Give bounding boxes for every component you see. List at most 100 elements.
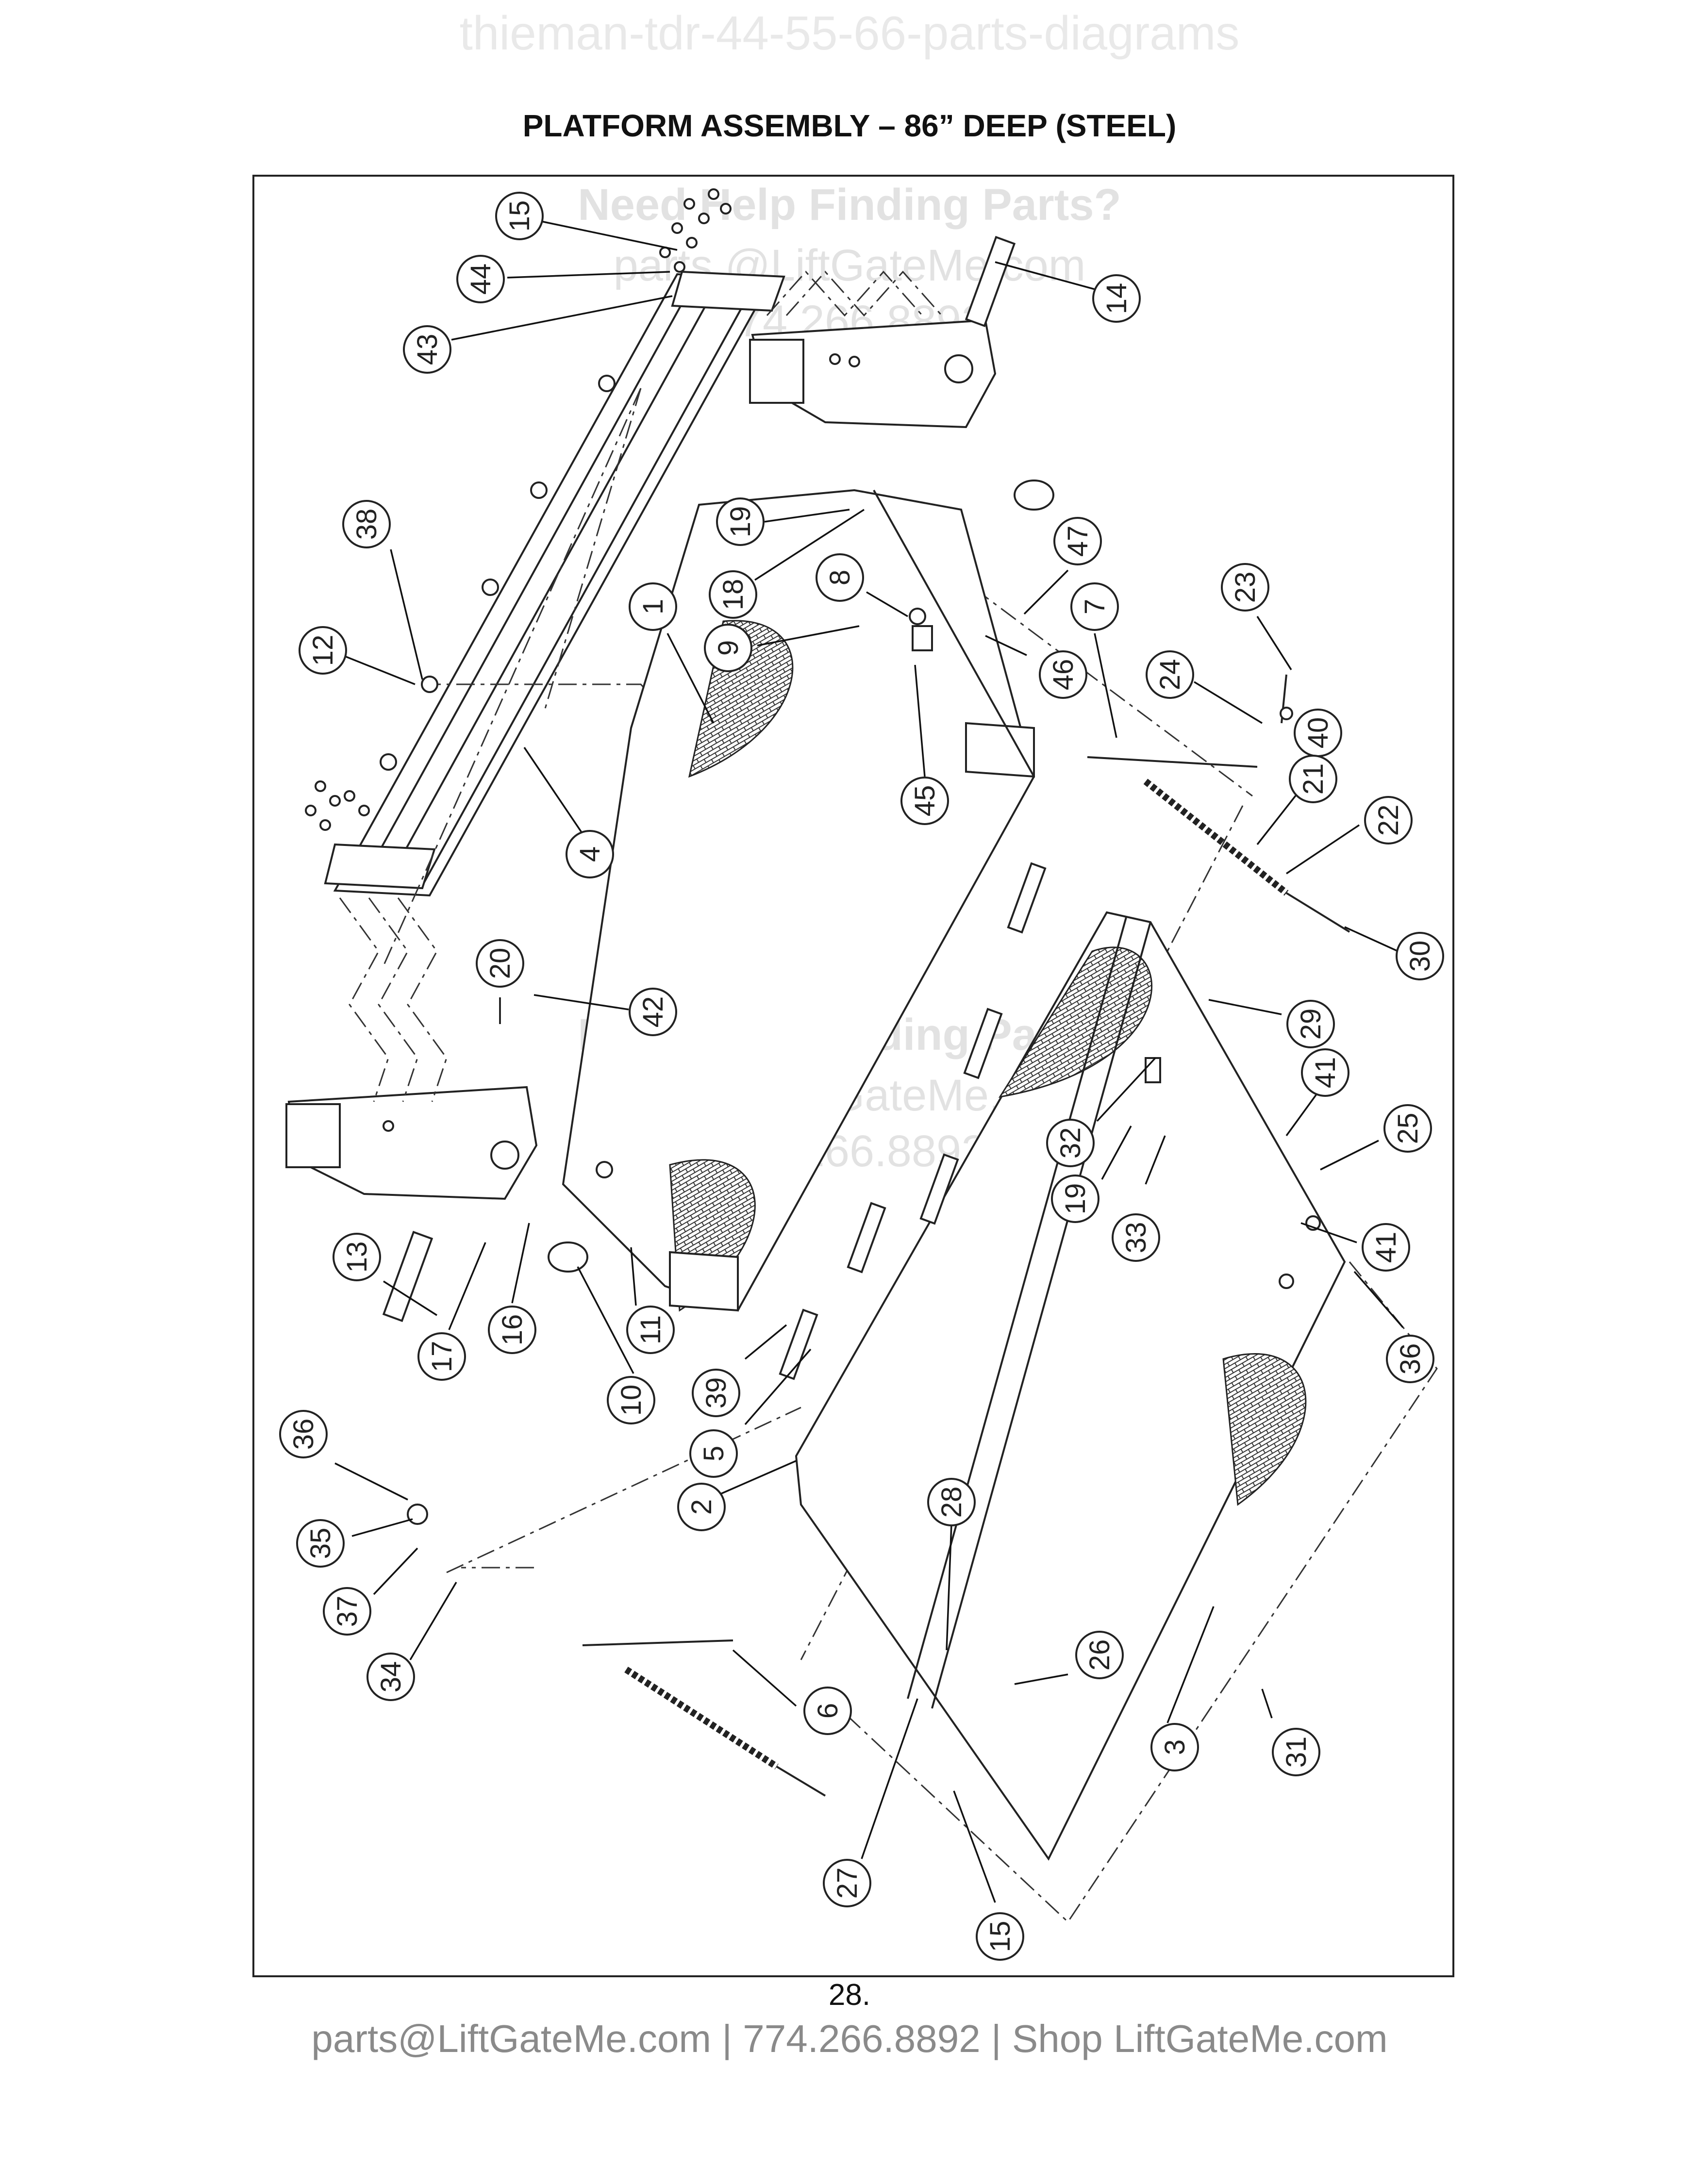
- callout-number: 17: [426, 1341, 458, 1373]
- callout-circle: [1070, 582, 1119, 631]
- callout-9: 9: [704, 624, 752, 672]
- page-number: 28.: [828, 1978, 871, 2012]
- callout-22: 22: [1364, 796, 1413, 844]
- callout-number: 36: [288, 1419, 319, 1450]
- callout-number: 33: [1120, 1222, 1152, 1254]
- callout-circle: [1386, 1335, 1434, 1383]
- callout-circle: [626, 1306, 675, 1354]
- callout-circle: [927, 1478, 976, 1526]
- callout-number: 32: [1055, 1127, 1086, 1159]
- callout-circle: [1364, 796, 1413, 844]
- callout-circle: [1383, 1104, 1432, 1153]
- callout-31: 31: [1272, 1728, 1320, 1776]
- callout-circle: [607, 1376, 655, 1424]
- callout-41: 41: [1362, 1223, 1410, 1272]
- callout-number: 16: [497, 1314, 528, 1346]
- lower-platform: [795, 911, 1346, 1861]
- callout-15: 15: [976, 1912, 1024, 1961]
- callout-number: 37: [332, 1596, 363, 1627]
- callout-number: 47: [1062, 526, 1094, 557]
- callout-17: 17: [417, 1332, 466, 1381]
- callout-circle: [716, 497, 765, 546]
- callout-number: 11: [635, 1315, 666, 1344]
- callout-circle: [1272, 1728, 1320, 1776]
- callout-16: 16: [488, 1306, 536, 1354]
- callout-number: 26: [1084, 1639, 1116, 1671]
- callout-circle: [366, 1653, 415, 1701]
- callout-circle: [1092, 274, 1141, 323]
- callout-circle: [1053, 517, 1102, 565]
- callout-24: 24: [1146, 650, 1194, 699]
- callout-circle: [1396, 932, 1444, 980]
- callout-number: 42: [637, 996, 669, 1028]
- callout-number: 36: [1395, 1343, 1426, 1375]
- callout-number: 22: [1373, 805, 1404, 836]
- callout-number: 18: [717, 579, 749, 611]
- callout-26: 26: [1075, 1631, 1124, 1679]
- callout-number: 6: [812, 1703, 844, 1719]
- callout-circle: [323, 1587, 371, 1636]
- callout-number: 43: [412, 334, 443, 365]
- callout-13: 13: [333, 1233, 381, 1281]
- callout-32: 32: [1046, 1119, 1095, 1167]
- callout-circle: [629, 582, 677, 631]
- callout-43: 43: [403, 325, 451, 374]
- callout-40: 40: [1294, 709, 1342, 757]
- callout-circle: [816, 553, 864, 602]
- callout-18: 18: [709, 570, 757, 619]
- callout-7: 7: [1070, 582, 1119, 631]
- callout-circle: [629, 988, 677, 1036]
- bolt-cluster-left: [305, 780, 370, 831]
- callout-11: 11: [626, 1306, 675, 1354]
- callout-4: 4: [566, 830, 614, 878]
- callout-number: 21: [1298, 763, 1329, 795]
- callout-12: 12: [299, 626, 347, 675]
- callout-28: 28: [927, 1478, 976, 1526]
- callout-number: 14: [1101, 283, 1133, 314]
- loose-hardware: [380, 236, 1321, 1525]
- callout-circle: [1046, 1119, 1095, 1167]
- callout-35: 35: [296, 1519, 345, 1568]
- callout-circle: [689, 1429, 738, 1478]
- callout-circle: [342, 500, 391, 548]
- callout-circle: [566, 830, 614, 878]
- callout-33: 33: [1112, 1213, 1160, 1262]
- callout-number: 1: [637, 599, 669, 614]
- callout-number: 31: [1281, 1737, 1312, 1768]
- callout-circle: [495, 192, 544, 240]
- callout-number: 13: [341, 1241, 373, 1273]
- callout-29: 29: [1286, 1000, 1335, 1048]
- callout-circle: [488, 1306, 536, 1354]
- callout-34: 34: [366, 1653, 415, 1701]
- callout-number: 19: [725, 506, 756, 538]
- bolt-cluster-top: [659, 188, 732, 273]
- callout-44: 44: [456, 255, 505, 303]
- callout-number: 24: [1154, 659, 1186, 691]
- callout-30: 30: [1396, 932, 1444, 980]
- callout-number: 2: [686, 1499, 717, 1515]
- callout-36: 36: [279, 1410, 328, 1458]
- callout-circle: [333, 1233, 381, 1281]
- callout-circle: [476, 939, 524, 988]
- callout-circle: [1362, 1223, 1410, 1272]
- callout-circle: [279, 1410, 328, 1458]
- callout-3: 3: [1150, 1723, 1199, 1771]
- callout-number: 10: [616, 1385, 647, 1416]
- callout-number: 19: [1060, 1183, 1091, 1215]
- hinge-pin-column: [779, 862, 1047, 1380]
- callout-circle: [296, 1519, 345, 1568]
- callout-46: 46: [1039, 650, 1087, 699]
- callout-number: 35: [305, 1528, 336, 1559]
- callout-circle: [1286, 1000, 1335, 1048]
- callout-layer: 1544431438121918891474672324402122304542…: [279, 192, 1444, 1961]
- callout-45: 45: [900, 777, 949, 825]
- leader-lines: [334, 220, 1404, 1903]
- callout-number: 44: [465, 264, 497, 295]
- callout-15: 15: [495, 192, 544, 240]
- callout-circle: [403, 325, 451, 374]
- callout-number: 12: [307, 635, 339, 666]
- right-hinge-bracket: [749, 319, 997, 429]
- callout-20: 20: [476, 939, 524, 988]
- callout-circle: [692, 1369, 740, 1417]
- callout-number: 40: [1302, 717, 1334, 749]
